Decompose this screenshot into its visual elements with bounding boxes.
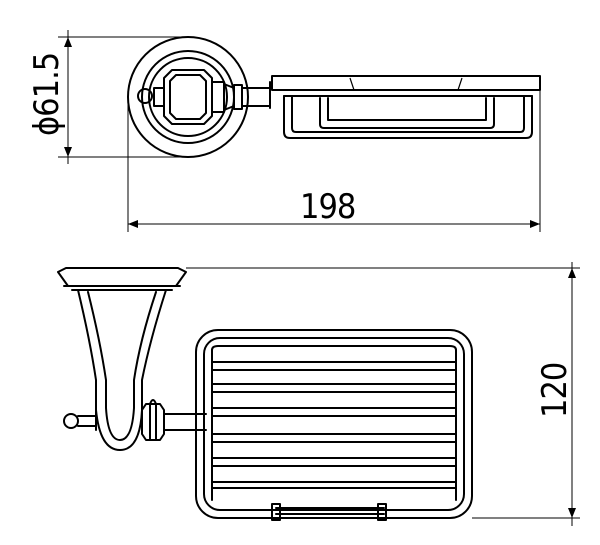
front-view-knob xyxy=(63,413,97,429)
front-view: 120 xyxy=(57,262,580,526)
width-dimension: 198 xyxy=(127,82,541,232)
basket-wires xyxy=(211,345,457,501)
height-dimension: 120 xyxy=(186,262,580,526)
top-view: ϕ61.5 198 xyxy=(27,30,541,232)
top-view-mount xyxy=(137,69,243,125)
front-view-cap xyxy=(57,267,187,291)
diameter-dimension: ϕ61.5 xyxy=(27,30,188,164)
top-view-basket xyxy=(271,75,541,139)
top-view-wall-plate xyxy=(127,36,249,158)
front-view-arm xyxy=(163,413,207,431)
diameter-label: ϕ61.5 xyxy=(27,53,67,136)
width-label: 198 xyxy=(300,187,355,227)
basket-feet xyxy=(271,503,387,521)
height-label: 120 xyxy=(535,363,575,418)
front-view-basket xyxy=(195,329,473,521)
front-view-collar xyxy=(141,399,165,441)
top-view-arm xyxy=(241,81,271,109)
